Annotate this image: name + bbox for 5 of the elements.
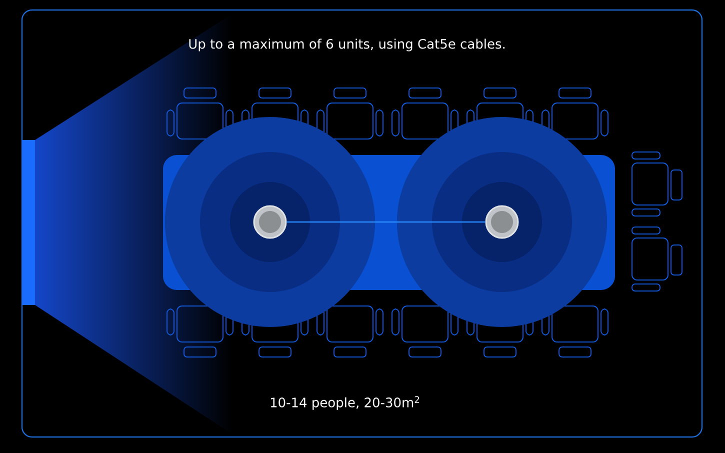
heading: Up to a maximum of 6 units, using Cat5e cables. — [189, 38, 504, 52]
microphone-unit — [485, 205, 519, 239]
microphone-unit — [253, 205, 287, 239]
room-size-note: 10-14 people, 20-30m$^{2}$ — [270, 396, 420, 410]
cable-line — [286, 221, 486, 223]
